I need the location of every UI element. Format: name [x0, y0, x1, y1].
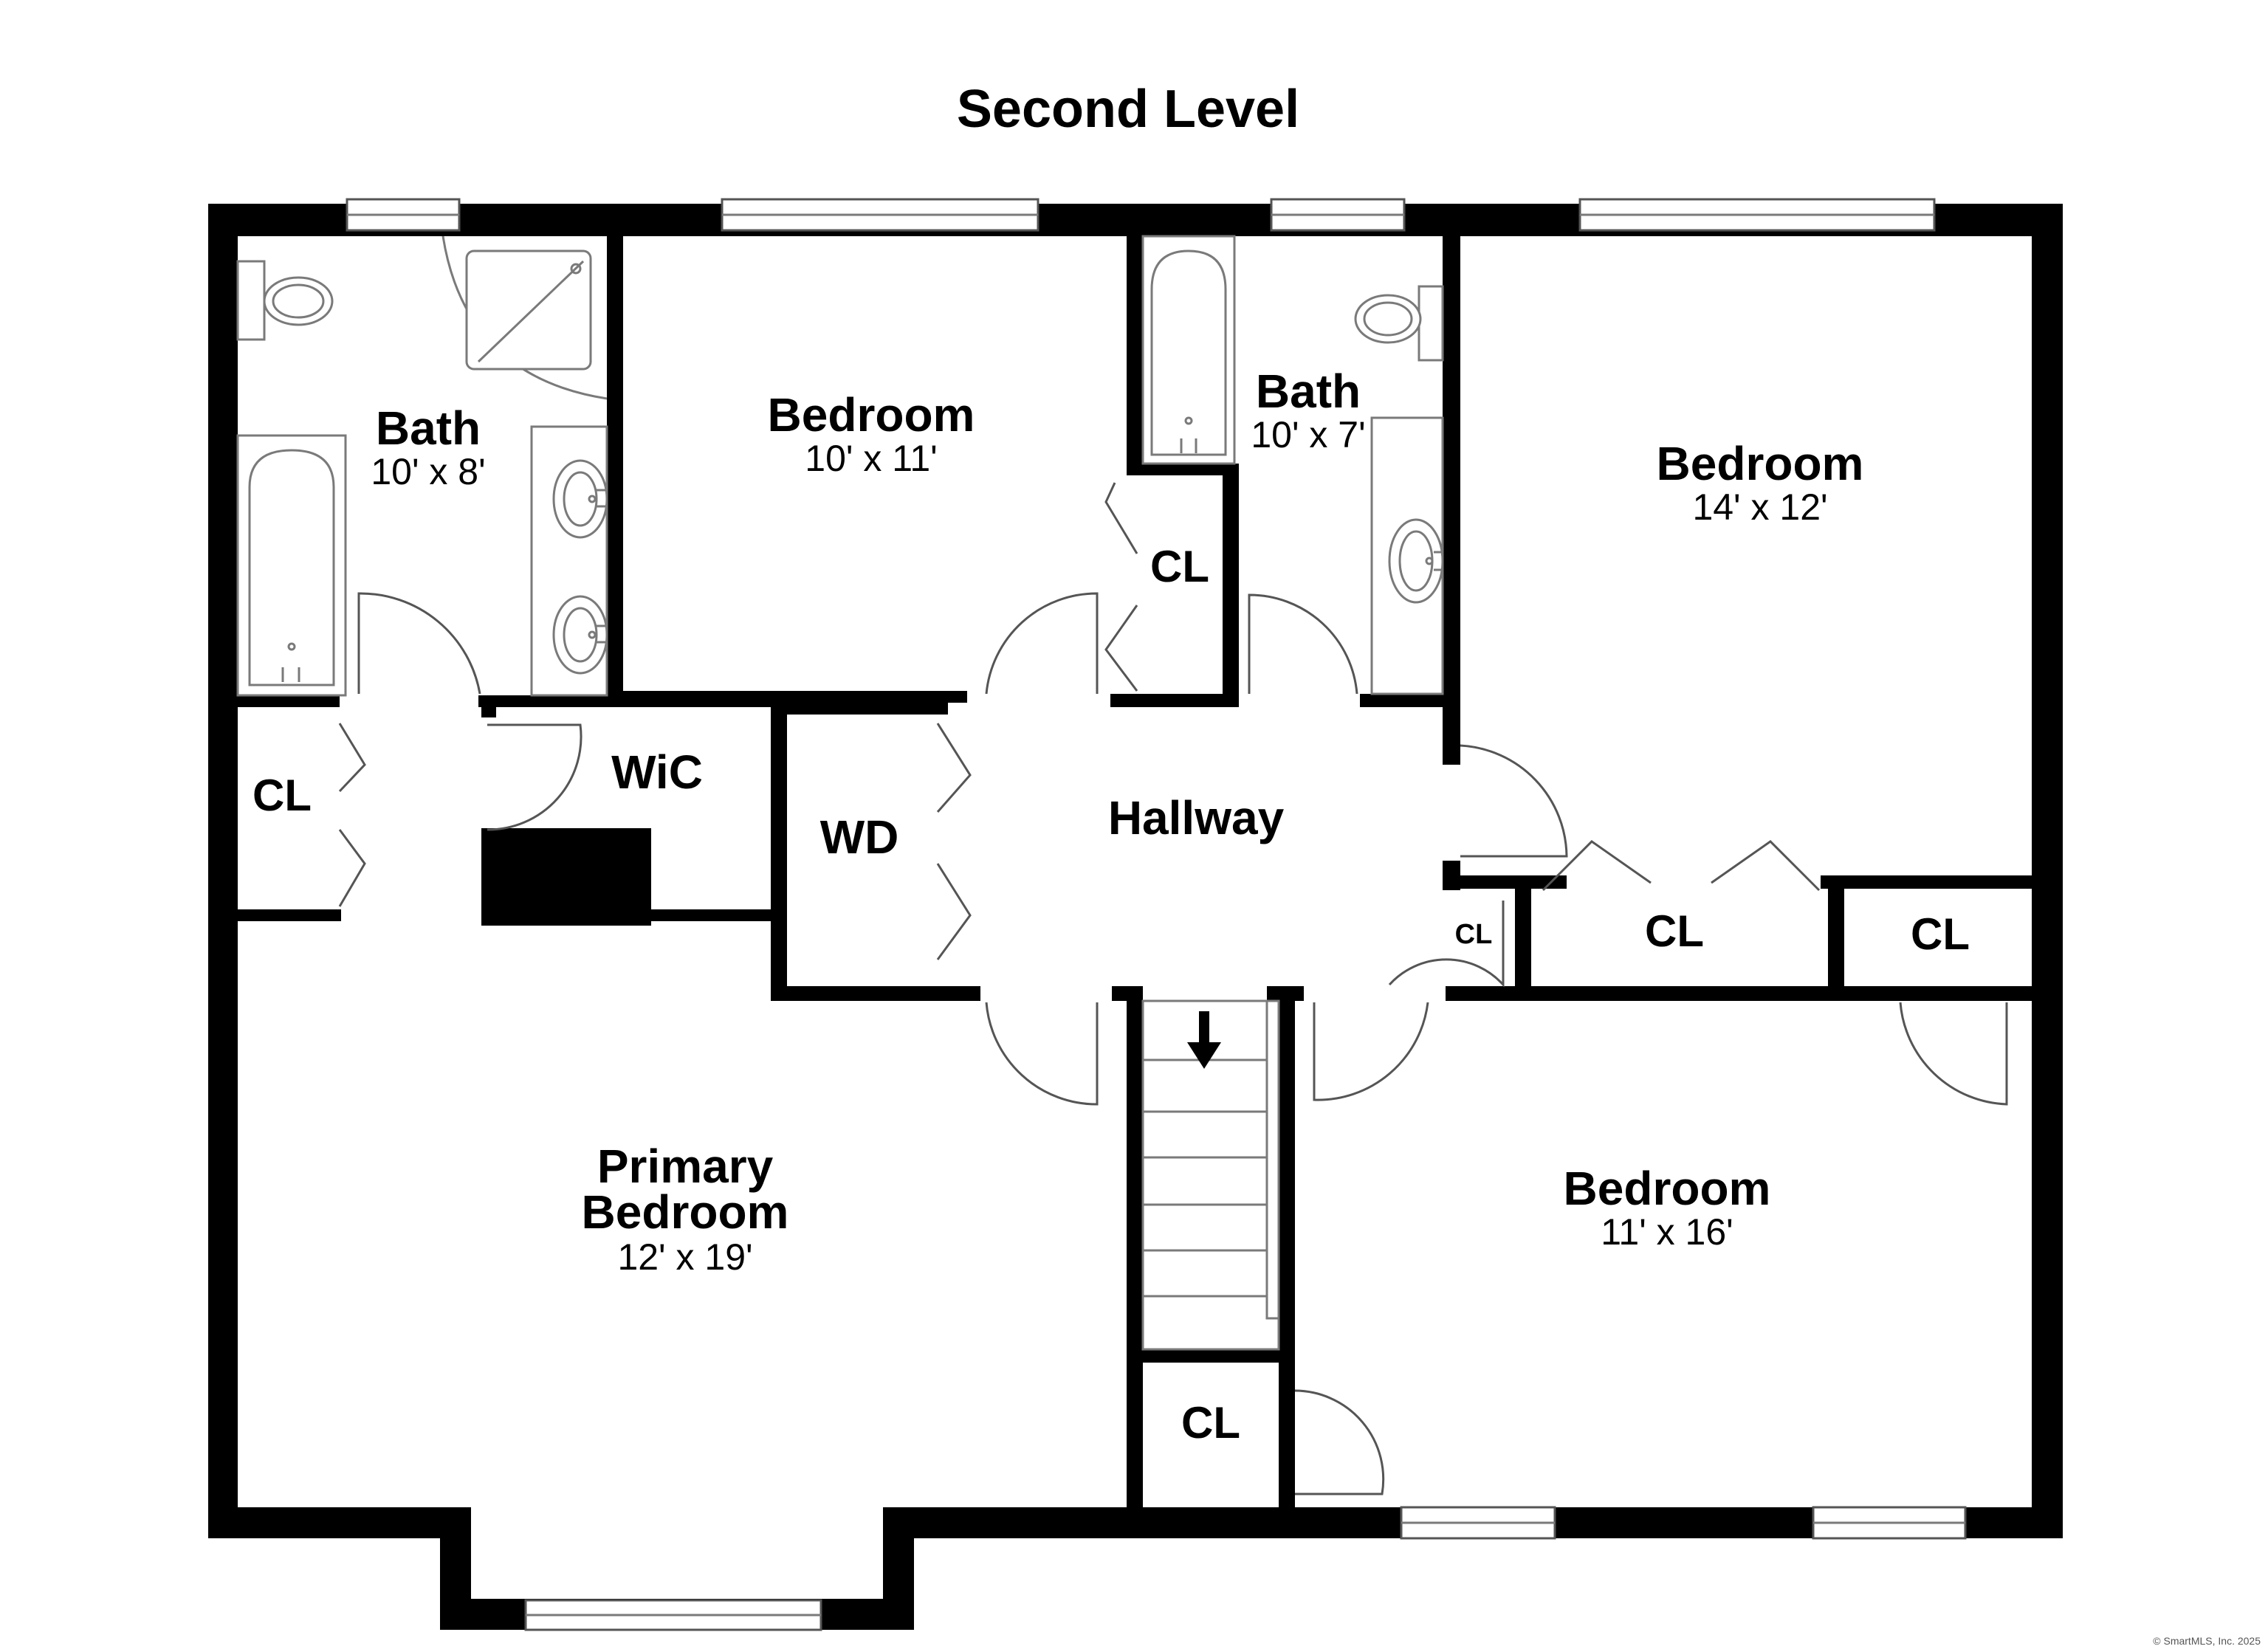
closet-left-label: CL	[252, 771, 312, 820]
interior-walls	[238, 229, 2042, 1538]
room-primary-name-line1: Primary	[597, 1140, 774, 1193]
bathtub-icon	[236, 434, 347, 697]
copyright-credit: © SmartMLS, Inc. 2025	[2153, 1635, 2261, 1647]
toilet-icon	[1354, 285, 1444, 362]
closet-hall-small-label: CL	[1455, 919, 1493, 950]
room-bath-left-name: Bath	[376, 402, 481, 455]
doors	[338, 482, 2008, 1495]
stair-arrow-icon	[1187, 1011, 1221, 1069]
room-primary-name-line2: Bedroom	[582, 1185, 789, 1239]
closet-right-mid-label: CL	[1645, 906, 1704, 956]
closet-stair-bottom-label: CL	[1181, 1398, 1240, 1447]
room-bedroom-top-dims: 10' x 11'	[805, 438, 937, 479]
windows	[346, 198, 1967, 1631]
toilet-icon	[236, 260, 334, 341]
room-bath-mid-name: Bath	[1256, 365, 1361, 418]
room-bedroom-right-name: Bedroom	[1657, 437, 1864, 490]
room-primary-dims: 12' x 19'	[617, 1236, 752, 1278]
plan-title: Second Level	[957, 80, 1299, 139]
sink-icon	[1370, 416, 1444, 695]
staircase	[1141, 999, 1280, 1351]
room-hallway-name: Hallway	[1108, 791, 1285, 844]
wic-shelf-block	[481, 828, 651, 926]
sink-icon	[530, 425, 608, 697]
room-bedroom-top-name: Bedroom	[768, 388, 975, 441]
room-wd-name: WD	[820, 810, 899, 864]
room-bedroom-lower-name: Bedroom	[1564, 1162, 1771, 1215]
bathtub-icon	[1141, 235, 1236, 465]
room-bath-left-dims: 10' x 8'	[371, 451, 485, 492]
shower-icon	[441, 235, 608, 400]
room-bedroom-right-dims: 14' x 12'	[1692, 486, 1827, 528]
room-bath-mid-dims: 10' x 7'	[1251, 414, 1365, 455]
closet-top-mid-label: CL	[1150, 542, 1209, 591]
room-bedroom-lower-dims: 11' x 16'	[1601, 1211, 1733, 1253]
room-wic-name: WiC	[611, 746, 703, 799]
closet-right-far-label: CL	[1911, 909, 1970, 959]
